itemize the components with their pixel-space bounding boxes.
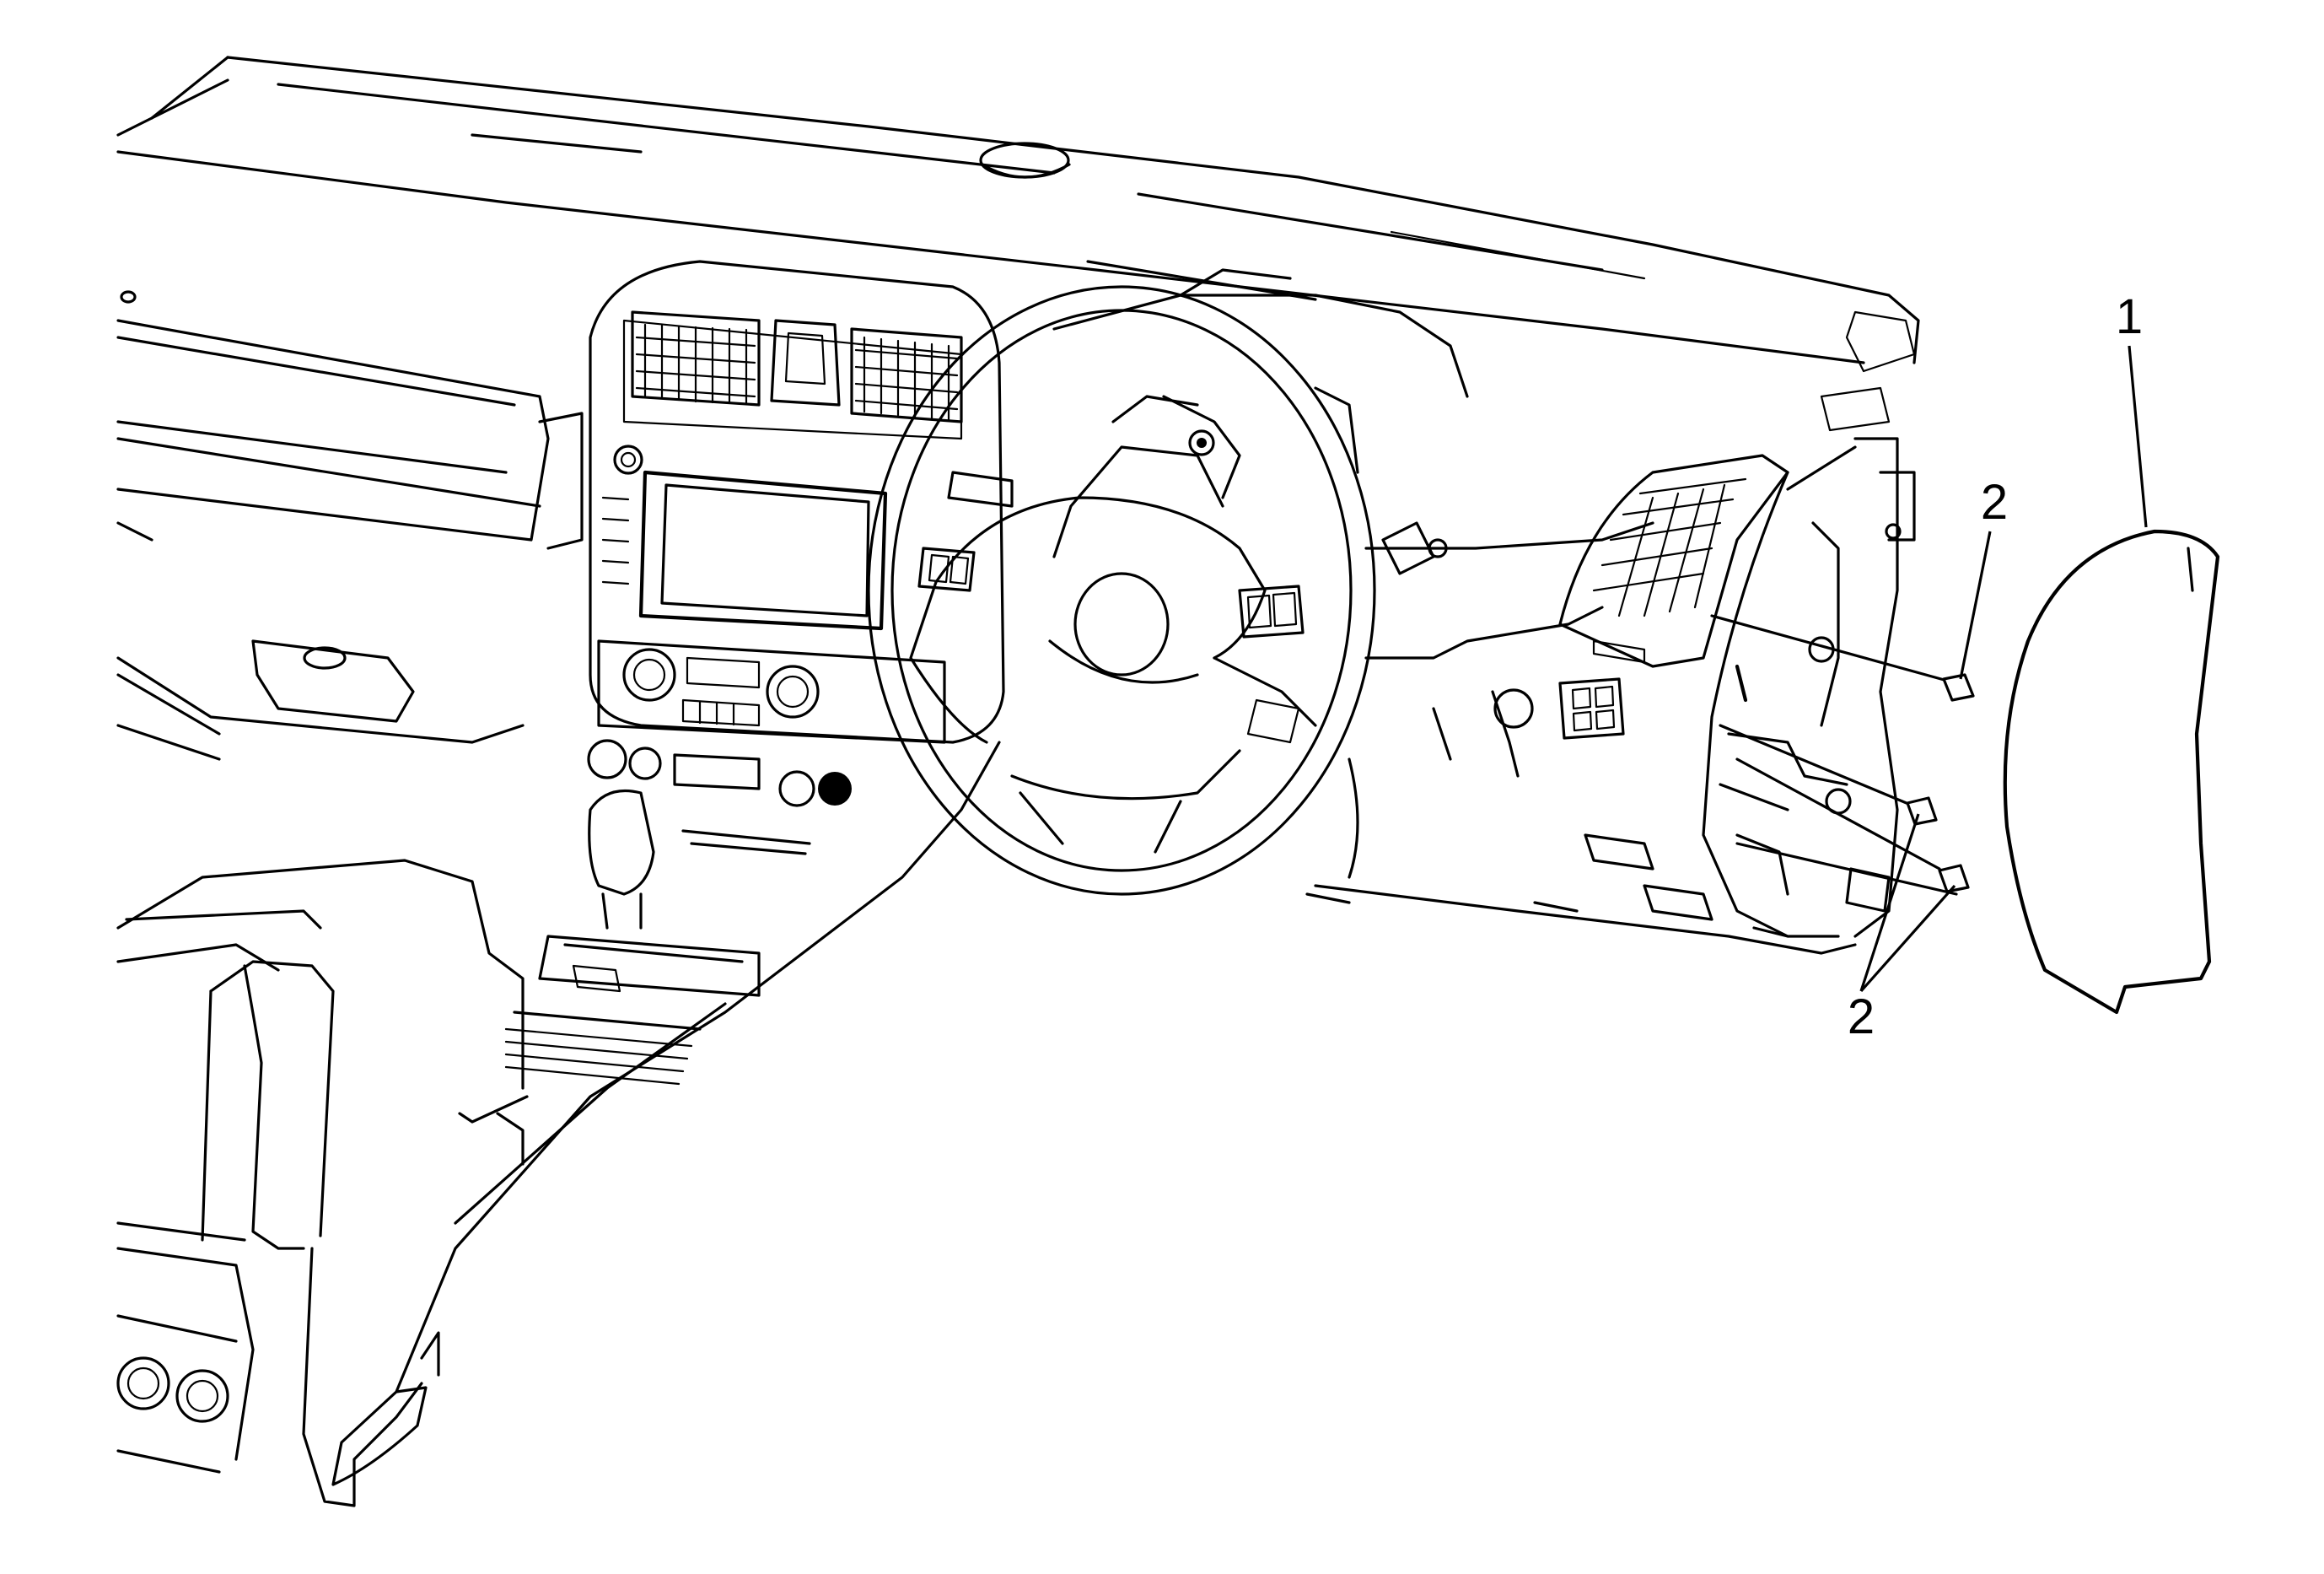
console-side-panel xyxy=(302,741,1001,1507)
center-stack xyxy=(587,260,1005,807)
callout-1: 1 xyxy=(2116,289,2148,528)
end-cap-retainers xyxy=(1710,614,1975,896)
driver-dash-panel xyxy=(1305,521,1857,955)
center-console xyxy=(504,789,811,1086)
cluster-hood xyxy=(1052,268,1469,575)
callout-2-top: 2 xyxy=(1959,475,2008,680)
callout-1-label: 1 xyxy=(2116,289,2143,344)
callout-2-bottom: 2 xyxy=(1848,813,1956,1044)
callout-2-top-label: 2 xyxy=(1981,475,2008,530)
end-cap-cavity xyxy=(1702,437,1916,938)
steering-wheel xyxy=(867,285,1376,896)
dashboard-upper-shell xyxy=(116,56,1920,432)
instrument-panel-end-cap xyxy=(2003,529,2220,1015)
side-air-vent xyxy=(1558,454,1789,668)
callout-2-bottom-label: 2 xyxy=(1848,989,1875,1044)
passenger-dash-panel xyxy=(116,290,584,761)
armrest-console xyxy=(116,859,525,1474)
